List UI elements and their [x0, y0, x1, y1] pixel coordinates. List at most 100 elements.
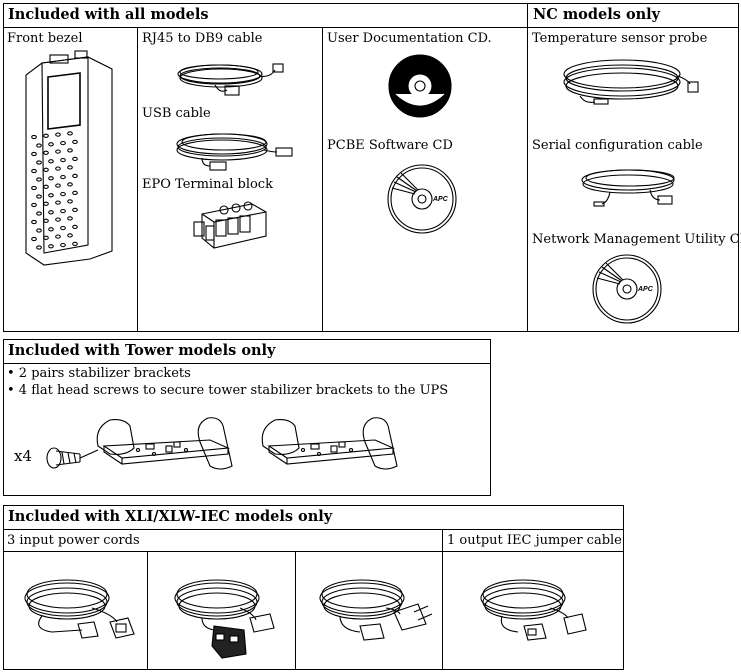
flat-head-screw-icon	[46, 447, 99, 469]
bezel-vent-hole	[31, 168, 37, 174]
power-cord-icon	[24, 579, 135, 639]
bezel-vent-hole	[67, 165, 73, 170]
bezel-vent-hole	[48, 244, 54, 249]
iec-jumper-cable-icon	[480, 579, 587, 641]
power-cord-icon	[174, 579, 275, 659]
all-models-header: Included with all models	[8, 6, 209, 23]
bezel-vent-hole	[72, 190, 78, 196]
bezel-vent-hole	[36, 177, 42, 182]
bezel-vent-hole	[48, 193, 54, 198]
bezel-vent-hole	[36, 211, 42, 216]
xli-models-header: Included with XLI/XLW-IEC models only	[8, 508, 333, 525]
bezel-vent-hole	[48, 142, 54, 147]
bezel-vent-hole	[31, 151, 37, 157]
serial-cable-label: Serial configuration cable	[532, 138, 703, 153]
serial-cable-icon	[581, 169, 675, 207]
rj45-cable-label: RJ45 to DB9 cable	[142, 31, 263, 46]
bezel-vent-hole	[31, 134, 37, 140]
bezel-vent-hole	[55, 149, 61, 154]
bezel-vent-hole	[67, 199, 73, 204]
bezel-vent-hole	[55, 132, 61, 137]
bezel-vent-hole	[60, 140, 66, 146]
bezel-vent-hole	[67, 131, 73, 136]
table-header-divider	[3, 27, 739, 28]
bezel-vent-hole	[60, 157, 66, 163]
table-header-divider	[3, 529, 624, 530]
bezel-vent-hole	[55, 217, 61, 222]
column-divider	[442, 529, 443, 670]
bezel-vent-hole	[43, 218, 49, 223]
column-divider	[322, 27, 323, 332]
usb-cable-label: USB cable	[142, 106, 211, 121]
table-subheader-divider	[3, 551, 624, 552]
screw-count-label: x4	[14, 447, 33, 465]
pcbe-cd-icon: APC	[387, 164, 457, 234]
bezel-vent-hole	[72, 139, 78, 145]
bezel-vent-hole	[72, 224, 78, 230]
bezel-vent-hole	[43, 133, 49, 138]
bezel-vent-hole	[55, 200, 61, 205]
tower-models-table	[3, 339, 491, 496]
bezel-vent-hole	[31, 202, 37, 208]
bezel-vent-hole	[67, 182, 73, 187]
bezel-vent-hole	[72, 241, 78, 247]
bezel-vent-hole	[48, 176, 54, 181]
bezel-vent-hole	[72, 156, 78, 162]
power-cord-icon	[319, 579, 433, 641]
nc-models-header: NC models only	[533, 6, 661, 23]
bezel-vent-hole	[36, 228, 42, 233]
bezel-vent-hole	[72, 207, 78, 213]
bezel-vent-hole	[48, 210, 54, 215]
bezel-vent-hole	[60, 208, 66, 214]
bezel-vent-hole	[36, 143, 42, 148]
bezel-vent-hole	[72, 173, 78, 179]
bezel-vent-hole	[43, 150, 49, 155]
column-divider	[137, 27, 138, 332]
column-divider	[527, 3, 528, 332]
cd-brand-text: APC	[409, 108, 423, 114]
temp-probe-icon	[563, 59, 699, 105]
bezel-vent-hole	[43, 235, 49, 240]
stabilizer-bracket-icon	[96, 417, 233, 470]
bezel-vent-hole	[31, 185, 37, 191]
user-doc-cd-label: User Documentation CD.	[327, 31, 492, 46]
bezel-vent-hole	[36, 194, 42, 199]
epo-terminal-icon	[193, 201, 267, 249]
bezel-vent-hole	[43, 167, 49, 172]
bezel-vent-hole	[60, 191, 66, 197]
bezel-vent-hole	[36, 160, 42, 165]
bezel-vent-hole	[36, 245, 42, 250]
input-cords-label: 3 input power cords	[7, 533, 140, 548]
nmu-cd-icon: APC	[592, 254, 662, 324]
bezel-vent-hole	[48, 159, 54, 164]
user-doc-cd-icon: APC	[388, 54, 452, 118]
table-header-divider	[3, 363, 491, 364]
bezel-vent-hole	[55, 166, 61, 171]
column-divider	[147, 551, 148, 670]
front-bezel-label: Front bezel	[7, 31, 83, 46]
bezel-vent-hole	[60, 242, 66, 248]
bezel-vent-hole	[31, 236, 37, 242]
stabilizer-bracket-icon	[261, 417, 398, 470]
tower-item-screws: • 4 flat head screws to secure tower sta…	[7, 383, 449, 398]
bezel-vent-hole	[48, 227, 54, 232]
pcbe-cd-label: PCBE Software CD	[327, 138, 453, 153]
tower-item-brackets: • 2 pairs stabilizer brackets	[7, 366, 191, 381]
column-divider	[295, 551, 296, 670]
cd-brand-text: APC	[432, 196, 449, 203]
bezel-vent-hole	[60, 174, 66, 180]
nmu-cd-label: Network Management Utility CD	[532, 232, 741, 247]
bezel-vent-hole	[55, 234, 61, 239]
jumper-cable-label: 1 output IEC jumper cable	[447, 533, 622, 548]
tower-models-header: Included with Tower models only	[8, 342, 276, 359]
epo-terminal-label: EPO Terminal block	[142, 177, 273, 192]
bezel-vent-hole	[31, 219, 37, 225]
bezel-vent-hole	[43, 201, 49, 206]
usb-cable-icon	[176, 133, 293, 171]
bezel-vent-hole	[55, 183, 61, 188]
bezel-vent-hole	[43, 184, 49, 189]
front-bezel-icon	[25, 50, 113, 266]
rj45-cable-icon	[177, 63, 284, 96]
bezel-vent-hole	[67, 216, 73, 221]
cd-brand-text: APC	[637, 286, 654, 293]
